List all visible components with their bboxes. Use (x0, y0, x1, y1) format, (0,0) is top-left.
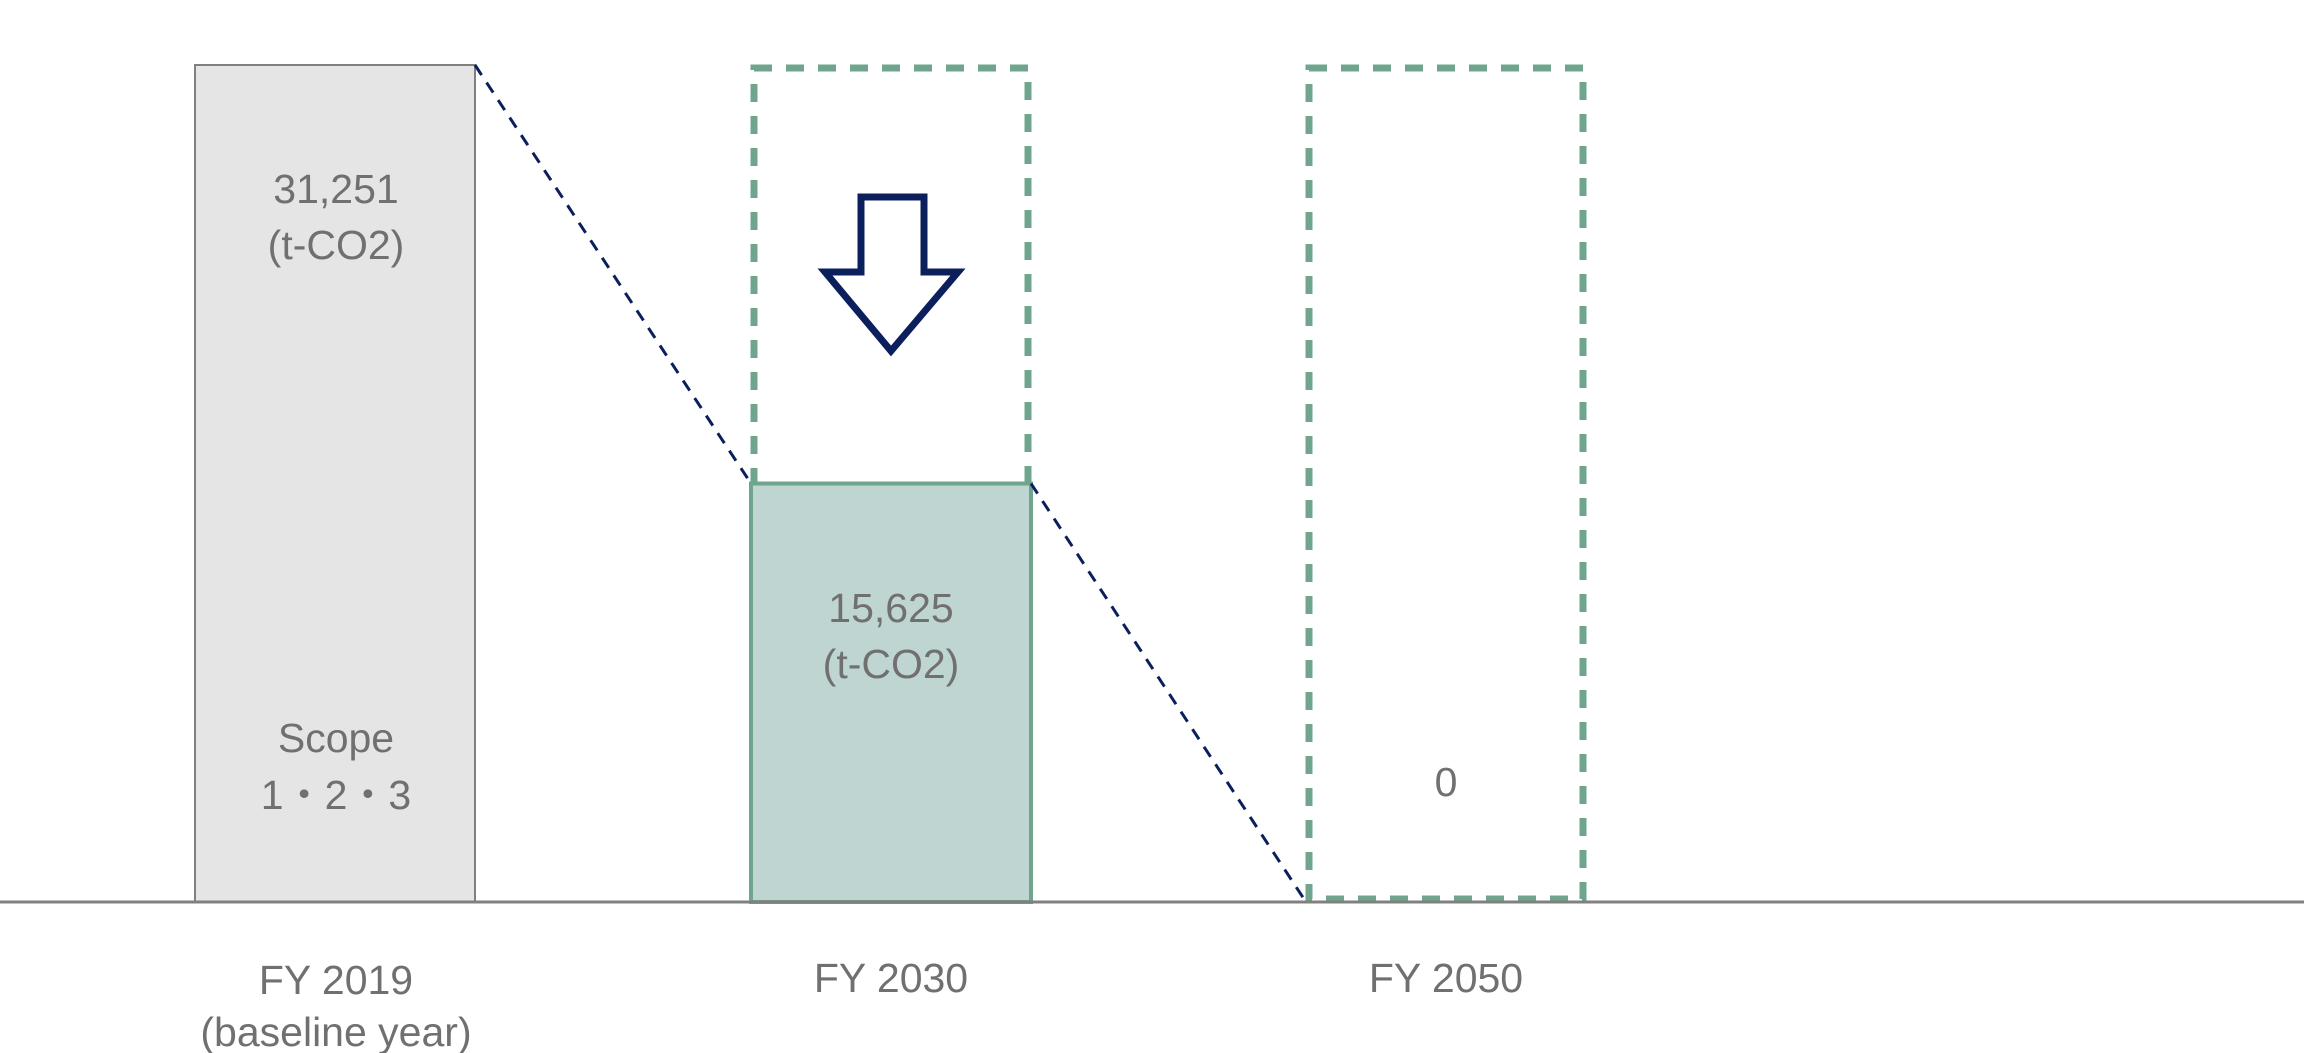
trend-line-0 (473, 64, 753, 485)
bar-fy2030 (749, 481, 1033, 904)
value-label-fy2030: 15,625 (828, 585, 953, 631)
x-tick-sublabel-fy2019: (baseline year) (200, 1009, 471, 1053)
scope-label-line1: Scope (278, 715, 394, 761)
x-tick-label-fy2030: FY 2030 (814, 955, 968, 1001)
x-tick-label-fy2019: FY 2019 (259, 957, 413, 1003)
scope-label-line2: 1・2・3 (261, 772, 411, 818)
value-label-fy2019: 31,251 (273, 166, 398, 212)
trend-line-1 (1029, 482, 1308, 903)
value-label-fy2050: 0 (1435, 759, 1458, 805)
baseline-outline-fy2050 (1305, 64, 1587, 903)
bar-fy2019 (194, 64, 476, 903)
x-tick-label-fy2050: FY 2050 (1369, 955, 1523, 1001)
unit-label-fy2030: (t-CO2) (823, 641, 960, 687)
down-arrow-icon (817, 193, 966, 357)
unit-label-fy2019: (t-CO2) (268, 222, 405, 268)
